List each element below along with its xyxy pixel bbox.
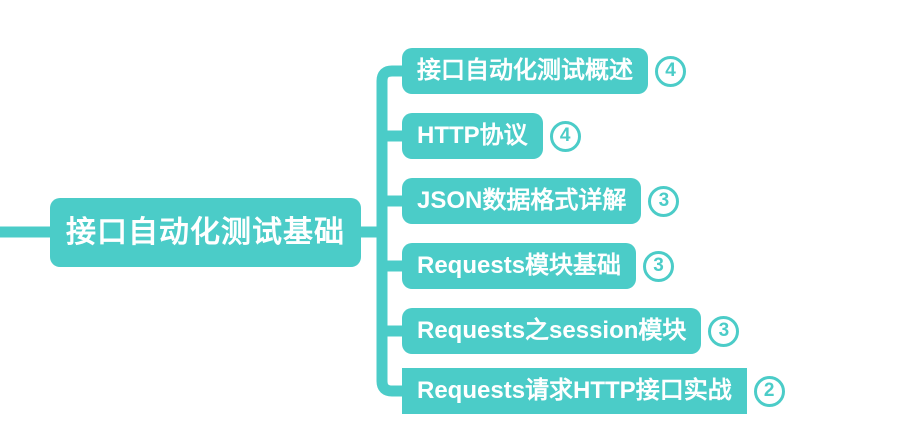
root-node[interactable]: 接口自动化测试基础 <box>50 198 361 267</box>
connector-trunk <box>376 65 404 397</box>
child-count-badge[interactable]: 3 <box>648 185 680 217</box>
child-count-badge[interactable]: 4 <box>655 55 686 87</box>
child-count-badge[interactable]: 3 <box>643 250 675 282</box>
child-count-badge[interactable]: 4 <box>549 120 581 152</box>
branch-node[interactable]: 接口自动化测试概述 <box>402 48 648 94</box>
child-count-badge[interactable]: 2 <box>753 375 785 407</box>
branch-node[interactable]: Requests请求HTTP接口实战 <box>402 368 747 414</box>
branch-node[interactable]: HTTP协议 <box>402 113 543 159</box>
branch-node[interactable]: Requests之session模块 <box>402 308 702 354</box>
branch-node[interactable]: Requests模块基础 <box>402 243 637 289</box>
child-count-badge[interactable]: 3 <box>708 315 740 347</box>
branch-node[interactable]: JSON数据格式详解 <box>402 178 642 224</box>
